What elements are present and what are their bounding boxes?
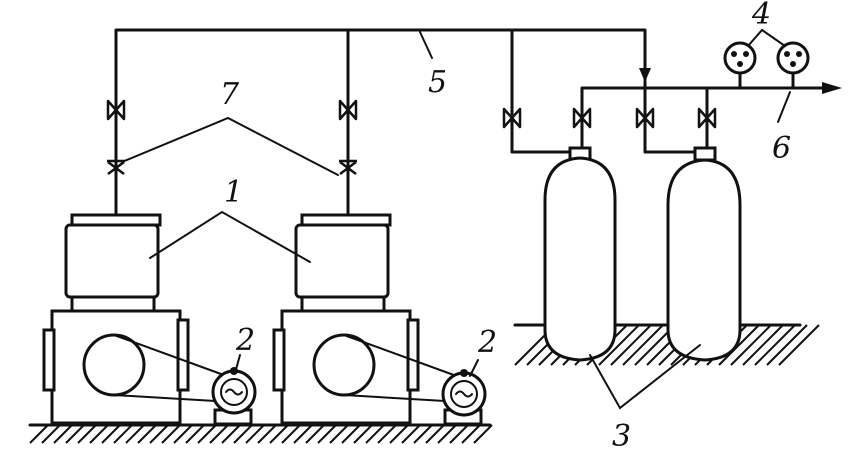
hatch-line [77,424,97,444]
hatch-line [461,424,481,444]
ground-left [28,423,493,444]
hatch-line [161,424,181,444]
label-cylinders: 3 [612,419,631,454]
hatch-line [137,424,157,444]
pressure-gauge-icon [723,41,757,90]
hatch-line [149,424,169,444]
pressure-gauge-icon [776,41,810,90]
leader-gauges [747,28,786,47]
hatch-line [353,424,373,444]
compressor-left [42,213,233,425]
hatch-line [281,424,301,444]
hatch-line [622,324,664,366]
hatch-line [89,424,109,444]
hatch-line [293,424,313,444]
label-gauges: 4 [751,0,771,32]
hatch-line [742,324,784,366]
hatch-line [766,324,808,366]
leader-cylinders [589,344,701,410]
leader-compressors [149,210,311,263]
hatch-line [778,324,820,366]
hatch-line [754,324,796,366]
electric-motor-icon [211,367,257,426]
hatch-line [197,424,217,444]
hatch-line [101,424,121,444]
main-line [114,28,651,217]
outlet-line [580,80,842,154]
hatch-line [113,424,133,444]
hatch-line [173,424,193,444]
label-main-line: 5 [428,65,447,100]
leader-outlet-line [777,91,791,123]
hatch-line [329,424,349,444]
hatch-line [221,424,241,444]
hatch-line [730,324,772,366]
hatch-line [53,424,73,444]
label-check-valves: 7 [220,77,240,112]
hatch-line [449,424,469,444]
hatch-line [257,424,277,444]
hatch-line [341,424,361,444]
leader-check-valves [121,116,339,176]
hatch-line [209,424,229,444]
label-compressor: 1 [224,175,243,210]
hatch-line [437,424,457,444]
leader-motor-left [234,354,241,374]
label-motor-right: 2 [477,325,497,360]
hatch-line [305,424,325,444]
hatch-line [598,324,640,366]
hatch-line [29,424,49,444]
hatch-line [401,424,421,444]
compressor-right [272,213,463,425]
hatch-line [389,424,409,444]
hatch-line [365,424,385,444]
hatch-line [473,424,493,444]
hatch-line [41,424,61,444]
hatch-line [413,424,433,444]
hatch-line [185,424,205,444]
hatch-line [317,424,337,444]
hatch-line [245,424,265,444]
hatch-line [610,324,652,366]
hatch-line [233,424,253,444]
hatch-line [125,424,145,444]
gas-cylinder-right [666,146,742,362]
hatch-line [269,424,289,444]
hatch-line [718,324,760,366]
label-outlet-line: 6 [772,131,791,166]
gas-cylinder-left [543,146,617,362]
electric-motor-icon [441,369,487,426]
hatch-line [425,424,445,444]
hatch-line [65,424,85,444]
hatch-line [377,424,397,444]
label-motor-left: 2 [235,323,255,358]
leader-main-line [419,31,433,59]
leader-motor-right [469,359,479,377]
